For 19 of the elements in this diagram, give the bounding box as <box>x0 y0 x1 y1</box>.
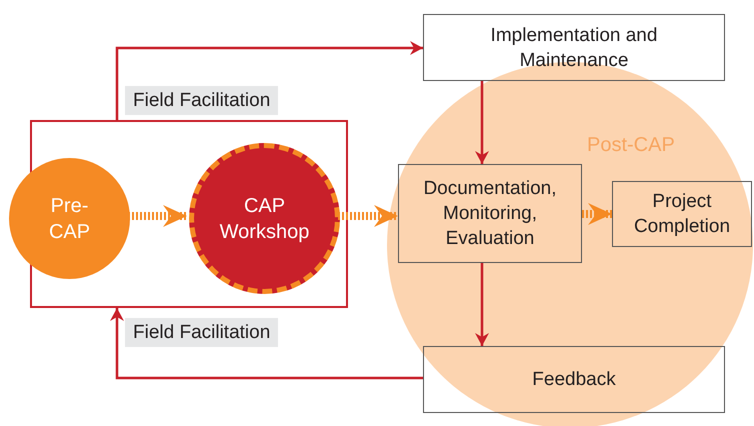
process-box <box>423 14 725 81</box>
arrow <box>582 203 612 225</box>
node-label: Post-CAP <box>587 133 675 158</box>
arrow <box>116 41 423 120</box>
process-box <box>612 181 752 247</box>
arrow <box>475 81 489 164</box>
process-box <box>398 164 582 263</box>
node-label: Implementation and Maintenance <box>490 24 658 72</box>
node-label: CAP Workshop <box>218 194 310 244</box>
node-label: Feedback <box>531 368 617 392</box>
node-label: Documentation, Monitoring, Evaluation <box>422 177 558 251</box>
arrow <box>475 263 489 346</box>
arrow <box>128 205 187 227</box>
arrow <box>338 205 398 227</box>
edge-label: Field Facilitation <box>125 318 278 347</box>
node-label: Pre- CAP <box>48 194 92 244</box>
arrow <box>110 308 423 380</box>
node-label: Project Completion <box>632 190 732 239</box>
edge-label: Field Facilitation <box>125 86 278 115</box>
